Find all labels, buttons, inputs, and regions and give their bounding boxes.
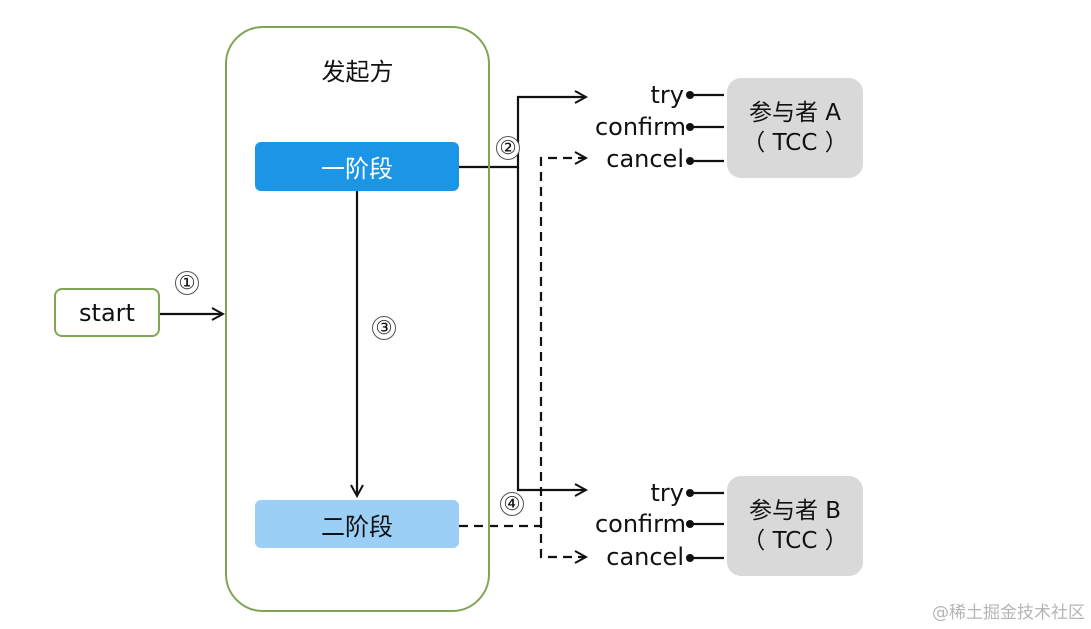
participant-b-type: （ TCC ） [742, 528, 848, 554]
phase2-box: 二阶段 [255, 500, 459, 548]
step-3-label: ③ [372, 316, 396, 340]
phase1-box: 一阶段 [255, 142, 459, 191]
arrow-phase1-to-try-b [516, 167, 586, 490]
op-confirm-b: confirm [594, 510, 686, 538]
arrow-phase2-to-cancel-b [459, 524, 586, 557]
step-4-label: ④ [500, 492, 524, 516]
arrow-phase2-to-cancel-a [539, 158, 586, 526]
op-try-a: try [650, 81, 684, 109]
op-confirm-a: confirm [594, 113, 686, 141]
dot-confirm-a [686, 123, 694, 131]
participant-a-name: 参与者 A [748, 100, 842, 126]
dot-confirm-b [686, 520, 694, 528]
step-1-label: ① [175, 271, 199, 295]
op-cancel-a: cancel [606, 145, 684, 173]
participant-a-type: （ TCC ） [742, 130, 848, 156]
initiator-box [225, 26, 490, 612]
dot-cancel-b [686, 554, 694, 562]
dot-cancel-a [686, 157, 694, 165]
initiator-title: 发起方 [321, 58, 394, 86]
watermark: @稀土掘金技术社区 [932, 603, 1085, 623]
start-node: start [54, 288, 160, 337]
op-cancel-b: cancel [606, 543, 684, 571]
participant-a: 参与者 A （ TCC ） [727, 78, 863, 178]
dot-try-a [686, 91, 694, 99]
step-2-label: ② [496, 136, 520, 160]
participant-b: 参与者 B （ TCC ） [727, 476, 863, 576]
dot-try-b [686, 489, 694, 497]
participant-b-name: 参与者 B [748, 498, 842, 524]
op-try-b: try [650, 479, 684, 507]
